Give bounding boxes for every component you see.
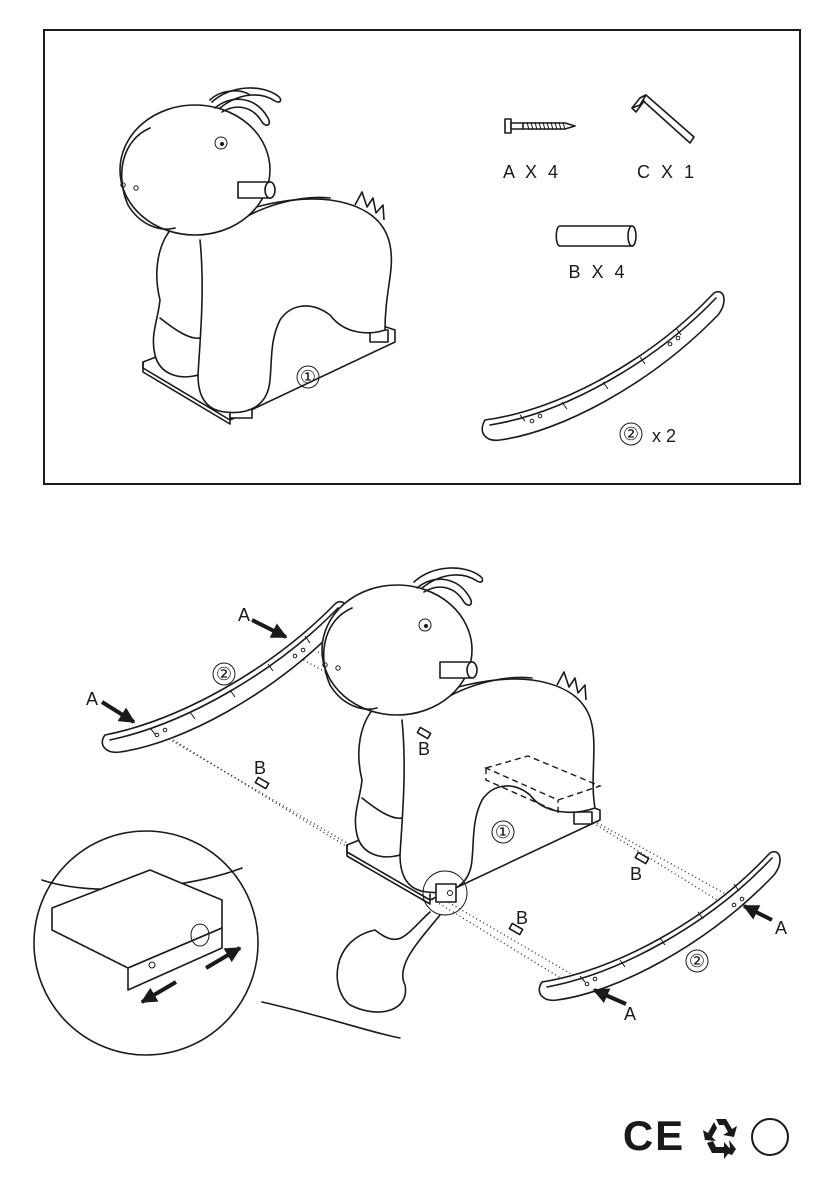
rocker-right-number: ② — [689, 951, 705, 971]
dowel-icon — [556, 226, 636, 246]
part-a-label: A X 4 — [503, 162, 561, 182]
right-rocker — [539, 852, 780, 1001]
label-a-top: A — [238, 605, 250, 625]
part-1-label: ① — [300, 367, 316, 387]
label-a-left: A — [86, 689, 98, 709]
label-b-left: B — [254, 758, 266, 778]
allen-key-icon — [632, 95, 694, 143]
label-a-bottom: A — [624, 1004, 636, 1024]
parts-panel-frame — [44, 30, 800, 484]
part-2-qty: x 2 — [652, 426, 676, 446]
part-2-label: ② — [623, 424, 639, 444]
body-number: ① — [495, 822, 511, 842]
part-b-label: B X 4 — [568, 262, 627, 282]
recycle-icon — [703, 1119, 737, 1159]
rocker-icon — [482, 292, 724, 441]
label-a-right: A — [775, 918, 787, 938]
label-b-lower: B — [516, 908, 528, 928]
screw-icon — [505, 119, 575, 133]
label-b-body: B — [418, 739, 430, 759]
rocker-left-number: ② — [216, 664, 232, 684]
plush-animal-icon — [120, 88, 395, 424]
assembly-body — [322, 568, 600, 904]
circle-icon — [752, 1119, 788, 1155]
ce-mark: CE — [623, 1112, 685, 1159]
part-c-label: C X 1 — [637, 162, 697, 182]
label-b-right: B — [630, 864, 642, 884]
